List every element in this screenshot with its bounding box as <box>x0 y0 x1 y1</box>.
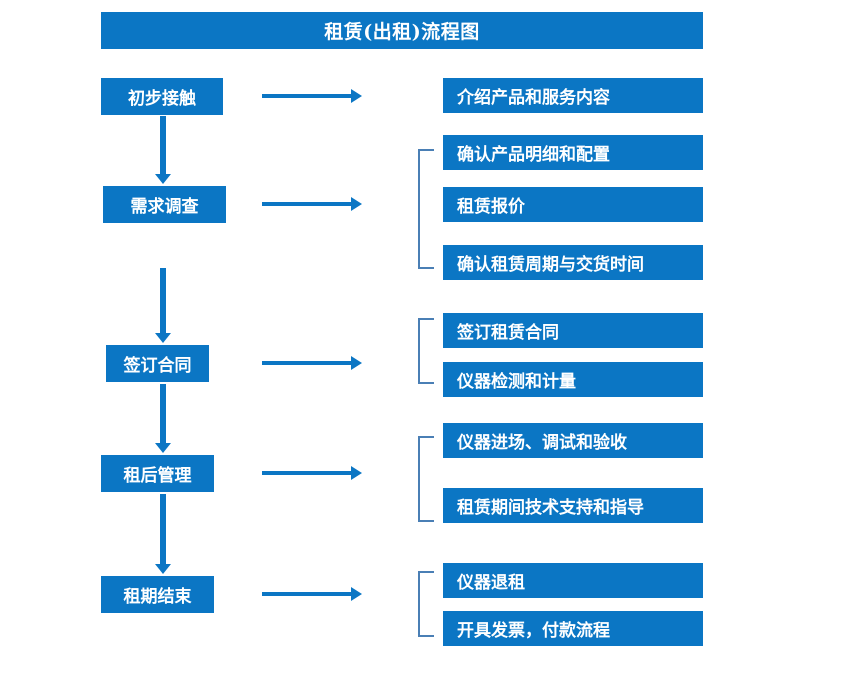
stage-box-1[interactable]: 初步接触 <box>101 78 223 115</box>
arrow-right-icon-1 <box>262 89 362 103</box>
stage-box-2[interactable]: 需求调查 <box>103 186 226 223</box>
detail-box-2-1[interactable]: 确认产品明细和配置 <box>443 135 703 170</box>
detail-box-4-2[interactable]: 租赁期间技术支持和指导 <box>443 488 703 523</box>
arrow-right-icon-5 <box>262 587 362 601</box>
group-bracket-2 <box>418 149 434 269</box>
detail-box-4-1[interactable]: 仪器进场、调试和验收 <box>443 423 703 458</box>
arrow-right-icon-3 <box>262 356 362 370</box>
arrow-down-icon-3 <box>155 384 171 453</box>
arrow-right-icon-2 <box>262 197 362 211</box>
stage-box-4[interactable]: 租后管理 <box>101 455 214 492</box>
group-bracket-5 <box>418 571 434 637</box>
detail-box-3-2[interactable]: 仪器检测和计量 <box>443 362 703 397</box>
arrow-down-icon-1 <box>155 116 171 184</box>
detail-box-5-1[interactable]: 仪器退租 <box>443 563 703 598</box>
detail-box-5-2[interactable]: 开具发票，付款流程 <box>443 611 703 646</box>
group-bracket-4 <box>418 436 434 522</box>
arrow-down-icon-2 <box>155 268 171 343</box>
arrow-right-icon-4 <box>262 466 362 480</box>
group-bracket-3 <box>418 318 434 384</box>
detail-box-2-2[interactable]: 租赁报价 <box>443 187 703 222</box>
arrow-down-icon-4 <box>155 494 171 574</box>
detail-box-3-1[interactable]: 签订租赁合同 <box>443 313 703 348</box>
detail-box-1-1[interactable]: 介绍产品和服务内容 <box>443 78 703 113</box>
stage-box-5[interactable]: 租期结束 <box>101 576 214 613</box>
page-title: 租赁(出租)流程图 <box>101 12 703 49</box>
stage-box-3[interactable]: 签订合同 <box>106 345 209 382</box>
detail-box-2-3[interactable]: 确认租赁周期与交货时间 <box>443 245 703 280</box>
